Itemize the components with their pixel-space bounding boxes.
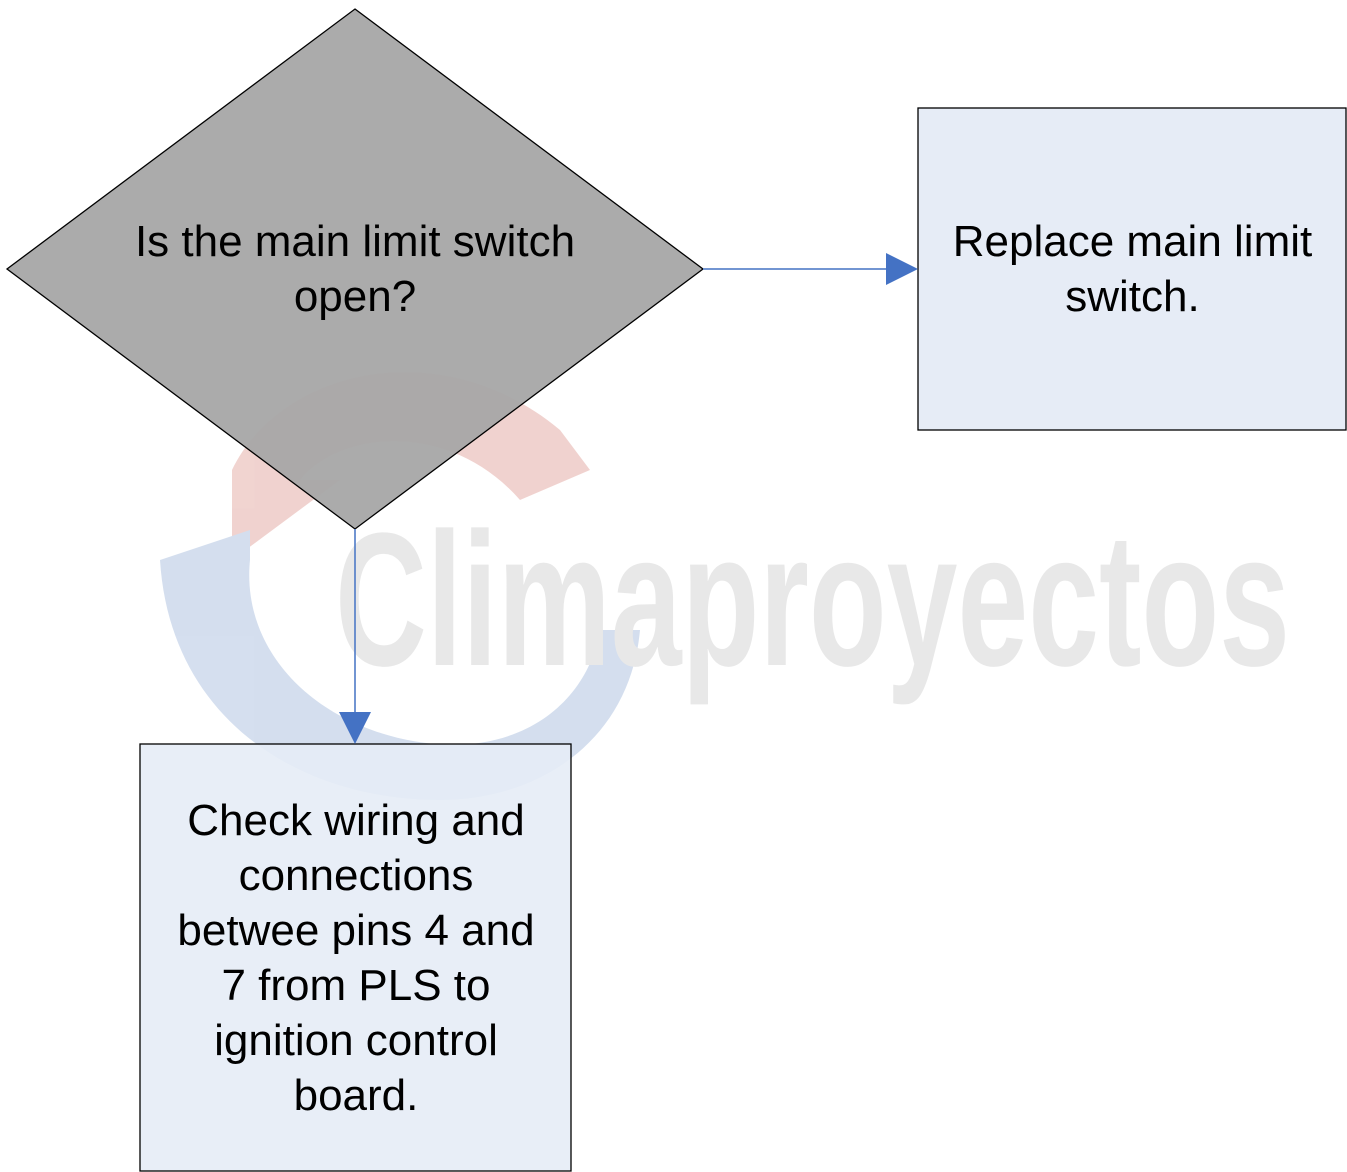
watermark-logo: Climaproyectos	[160, 372, 1290, 800]
watermark-blue-arc-icon	[160, 530, 640, 800]
arrowhead-down-icon	[339, 712, 371, 744]
decision-label: Is the main limit switch open?	[134, 217, 576, 321]
watermark-text: Climaproyectos	[335, 494, 1290, 706]
process-check-wiring-label: Check wiring and connections betwee pins…	[177, 796, 535, 1120]
process-box-check-wiring	[139, 743, 572, 1172]
arrowhead-right-icon	[886, 253, 918, 285]
process-replace-label: Replace main limit switch.	[952, 217, 1313, 321]
process-box-replace	[917, 107, 1347, 431]
